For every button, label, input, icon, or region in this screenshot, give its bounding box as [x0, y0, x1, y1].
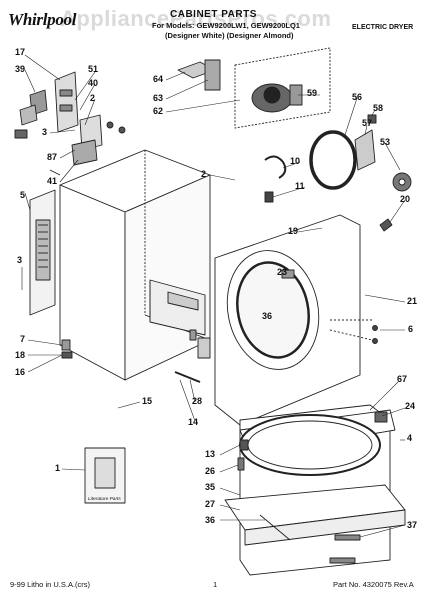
callout-58: 58 [373, 103, 384, 113]
callout-24: 24 [405, 401, 416, 411]
model-numbers: For Models: GEW9200LW1, GEW9200LQ1 [152, 21, 300, 30]
callout-21: 21 [407, 296, 418, 306]
callout-3-lower: 3 [17, 255, 23, 265]
cabinet-assembly [29, 149, 211, 381]
callout-63: 63 [153, 93, 164, 103]
callout-2-upper: 2 [90, 93, 96, 103]
callout-37: 37 [407, 520, 418, 530]
callout-27: 27 [205, 499, 216, 509]
product-type: ELECTRIC DRYER [352, 24, 414, 31]
callout-40: 40 [88, 78, 99, 88]
callout-leader-lines [21, 54, 406, 538]
callout-62: 62 [153, 106, 164, 116]
callout-7: 7 [20, 334, 26, 344]
base-panel-assembly [224, 404, 406, 576]
callout-64: 64 [153, 74, 164, 84]
callout-39: 39 [15, 64, 26, 74]
callout-11: 11 [295, 181, 305, 191]
callout-6: 6 [408, 324, 414, 334]
top-hardware-parts [14, 71, 126, 176]
callout-15: 15 [142, 396, 153, 406]
callout-26: 26 [205, 466, 216, 476]
page-number: 1 [213, 580, 218, 589]
callout-67: 67 [397, 374, 408, 384]
callout-10: 10 [290, 156, 301, 166]
callout-36-upper: 36 [262, 311, 273, 321]
callout-4: 4 [407, 433, 413, 443]
brand-logo: Whirlpool [8, 10, 77, 29]
callout-16: 16 [15, 367, 26, 377]
callout-23: 23 [277, 267, 288, 277]
footer-print-info: 9-99 Litho in U.S.A.(crs) [10, 580, 91, 589]
callout-36-lower: 36 [205, 515, 216, 525]
callout-57: 57 [362, 118, 373, 128]
callout-14: 14 [188, 417, 199, 427]
callout-20: 20 [400, 194, 411, 204]
booklet-cover-art [94, 457, 116, 489]
callout-53: 53 [380, 137, 391, 147]
callout-59: 59 [307, 88, 318, 98]
callout-2-middle: 2 [201, 169, 207, 179]
drive-motor-parts [177, 47, 412, 232]
booklet-label: Literature Parts [88, 497, 121, 502]
callout-35: 35 [205, 482, 216, 492]
callout-19: 19 [288, 226, 299, 236]
callout-41: 41 [47, 176, 58, 186]
front-panel-assembly [174, 214, 378, 426]
literature-booklet [84, 447, 126, 504]
page-title: CABINET PARTS [170, 9, 257, 20]
callout-3-upper: 3 [42, 127, 48, 137]
color-variants: (Designer White) (Designer Almond) [165, 31, 294, 40]
callout-1: 1 [55, 463, 61, 473]
part-number: Part No. 4320075 Rev.A [333, 580, 414, 589]
callout-13: 13 [205, 449, 216, 459]
callout-17: 17 [15, 47, 26, 57]
callout-28: 28 [192, 396, 203, 406]
callout-5: 5 [20, 190, 26, 200]
callout-18: 18 [15, 350, 26, 360]
callout-56: 56 [352, 92, 363, 102]
callout-51: 51 [88, 64, 99, 74]
callout-87: 87 [47, 152, 58, 162]
